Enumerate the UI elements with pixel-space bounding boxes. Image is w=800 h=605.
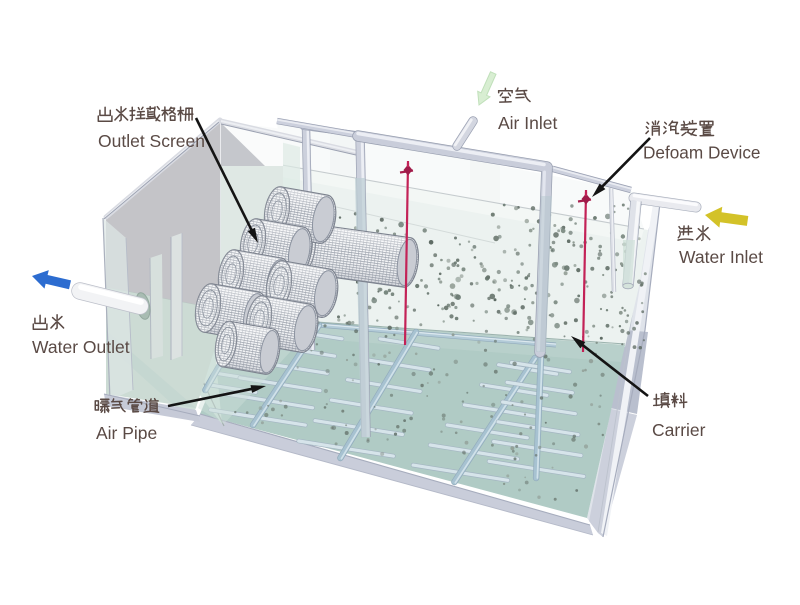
svg-text:Water Inlet: Water Inlet xyxy=(679,247,763,267)
svg-text:Carrier: Carrier xyxy=(652,420,706,440)
svg-text:Air Inlet: Air Inlet xyxy=(498,113,557,133)
svg-text:Defoam Device: Defoam Device xyxy=(643,143,761,163)
svg-text:Outlet Screen: Outlet Screen xyxy=(98,131,205,151)
svg-text:Air Pipe: Air Pipe xyxy=(96,423,157,443)
svg-text:Water Outlet: Water Outlet xyxy=(32,337,130,357)
